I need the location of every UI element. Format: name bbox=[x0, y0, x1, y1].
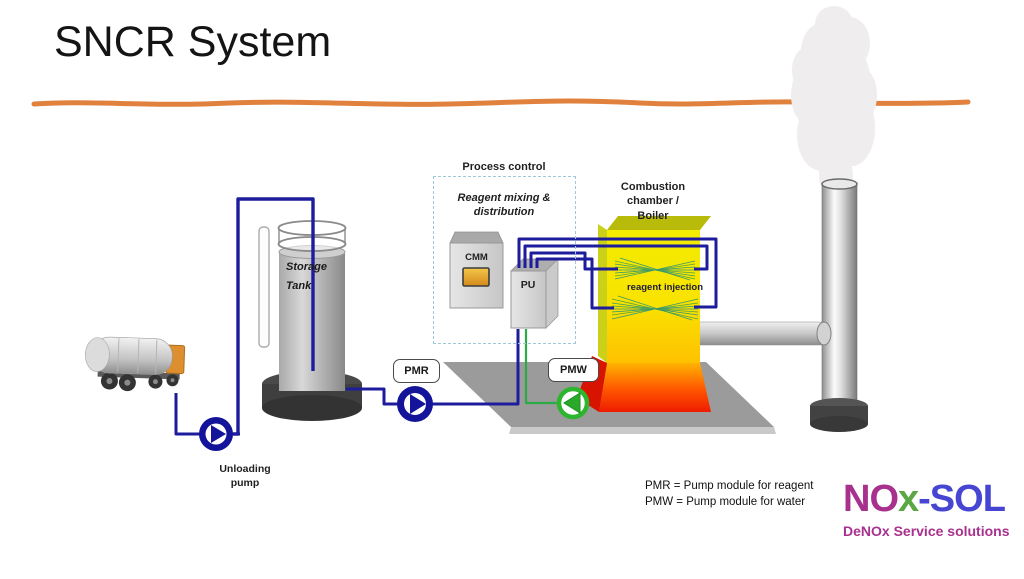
pipe-pu-left-lower bbox=[535, 257, 614, 310]
water-line bbox=[524, 329, 561, 405]
pipe-tank-to-pu bbox=[346, 329, 520, 406]
process-control-label: Process control bbox=[462, 161, 546, 173]
pipe-pump-to-tank bbox=[233, 197, 315, 436]
logo-part-x: x bbox=[898, 478, 919, 520]
hopper-front bbox=[599, 363, 711, 412]
logo-subtitle: DeNOx Service solutions bbox=[843, 522, 1010, 539]
pmw-pump-icon bbox=[556, 386, 590, 420]
pipe-pu-left-upper bbox=[529, 251, 618, 271]
logo-part-sol: -SOL bbox=[918, 478, 1006, 520]
legend-line-pmw: PMW = Pump module for water bbox=[645, 495, 806, 508]
legend-line-pmr: PMR = Pump module for reagent bbox=[645, 480, 814, 492]
chamber-top-face bbox=[607, 216, 711, 230]
pipe-pu-right-upper bbox=[523, 244, 709, 271]
cmm-unit bbox=[449, 231, 504, 309]
storage-tank bbox=[258, 220, 362, 421]
combustion-chamber-label: Combustion chamber / Boiler bbox=[620, 181, 686, 222]
pmw-label: PMW bbox=[560, 364, 587, 376]
tanker-truck bbox=[85, 336, 186, 392]
pmr-tag: PMR bbox=[393, 359, 440, 383]
cmm-label: CMM bbox=[465, 252, 488, 263]
chimney-stack bbox=[810, 178, 868, 432]
combustion-chamber bbox=[577, 216, 711, 412]
stack-base bbox=[810, 398, 868, 432]
pu-label: PU bbox=[520, 279, 536, 291]
process-control-box bbox=[433, 176, 576, 344]
pmr-pump-icon bbox=[397, 386, 433, 422]
spray-lower bbox=[611, 295, 699, 321]
logo-wordmark: NOx-SOL bbox=[843, 478, 1018, 520]
reagent-pipes bbox=[174, 197, 718, 436]
level-gauge bbox=[258, 226, 270, 348]
stack-rim bbox=[821, 178, 858, 190]
legend: PMR = Pump module for reagent PMW = Pump… bbox=[645, 479, 813, 510]
reagent-injection-label: reagent injection bbox=[626, 282, 703, 293]
flue-duct bbox=[697, 321, 832, 346]
reagent-mixing-label: Reagent mixing & distribution bbox=[457, 192, 551, 219]
cmm-screen bbox=[462, 267, 490, 287]
pmw-tag: PMW bbox=[548, 358, 599, 382]
pu-unit bbox=[510, 258, 559, 329]
smoke-plume bbox=[791, 6, 877, 199]
spray-upper bbox=[614, 257, 696, 281]
company-logo: NOx-SOL DeNOx Service solutions bbox=[843, 478, 1018, 539]
unloading-pump-icon bbox=[199, 417, 233, 451]
page-title: SNCR System bbox=[54, 18, 332, 66]
chamber-front-face bbox=[607, 230, 700, 363]
pmr-label: PMR bbox=[404, 365, 429, 377]
pipe-pu-right-lower bbox=[517, 237, 718, 309]
storage-tank-label: Storage Tank bbox=[286, 261, 327, 293]
logo-part-no: NO bbox=[843, 478, 899, 520]
unloading-pump-label: Unloading pump bbox=[219, 463, 271, 490]
chamber-left-face bbox=[598, 224, 607, 363]
